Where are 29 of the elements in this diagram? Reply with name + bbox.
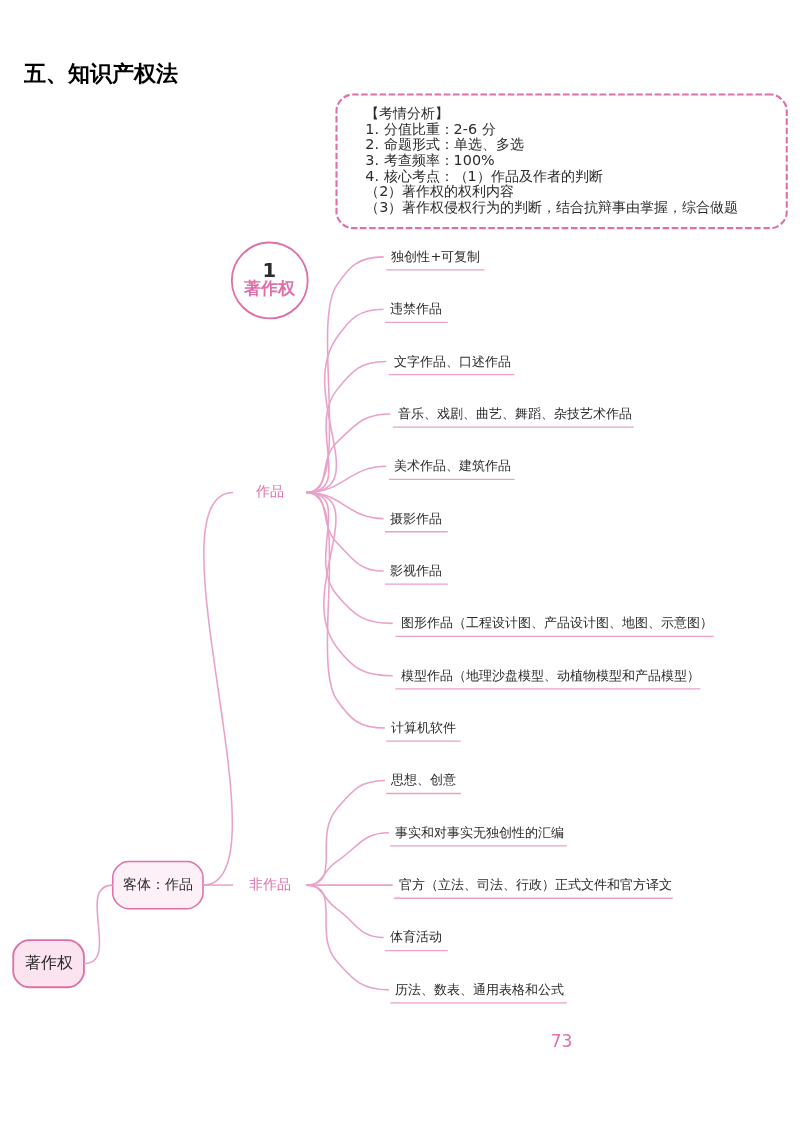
connector xyxy=(202,491,234,886)
node-text: 历法、数表、通用表格和公式 xyxy=(395,981,565,997)
node-text: 图形作品（工程设计图、产品设计图、地图、示意图） xyxy=(400,614,713,630)
node-circle: 1 著作权 xyxy=(230,241,309,319)
node-text: 模型作品（地理沙盘模型、动植物模型和产品模型） xyxy=(400,667,700,683)
node-text: 思想、创意 xyxy=(391,771,457,787)
node-text: 美术作品、建筑作品 xyxy=(394,457,512,473)
connector xyxy=(83,883,114,964)
node-text: 体育活动 xyxy=(390,928,443,944)
node-box: 客体：作品 xyxy=(111,860,204,909)
node-text: 摄影作品 xyxy=(390,510,443,526)
connector xyxy=(305,491,386,729)
node-text: 违禁作品 xyxy=(390,300,443,316)
node-text: 事实和对事实无独创性的汇编 xyxy=(395,824,565,840)
diagram-title: 五、知识产权法 xyxy=(23,59,178,86)
connector xyxy=(305,883,385,938)
connector xyxy=(305,883,390,991)
node-text: 计算机软件 xyxy=(391,719,457,735)
node-box: 【考情分析】 1. 分值比重：2-6 分 2. 命题形式：单选、多选 3. 考查频率：100% 4. 核心考点：（1）作品及作者的判断 （2）著作权的权利内容 （3）著作权侵权行为的判断，结合抗辩事由掌握，综合做题 xyxy=(335,93,788,229)
node-text: 文字作品、口述作品 xyxy=(394,353,512,369)
node-text: 独创性+可复制 xyxy=(391,248,481,264)
node-text: 官方（立法、司法、行政）正式文件和官方译文 xyxy=(399,876,673,892)
node-text: 非作品 xyxy=(248,875,291,892)
node-text: 作品 xyxy=(255,482,284,499)
node-text: 音乐、戏剧、曲艺、舞蹈、杂技艺术作品 xyxy=(398,405,633,421)
connector xyxy=(202,883,234,886)
label: 73 xyxy=(550,1030,573,1051)
node-text: 影视作品 xyxy=(390,562,443,578)
node-box: 著作权 xyxy=(12,938,85,988)
